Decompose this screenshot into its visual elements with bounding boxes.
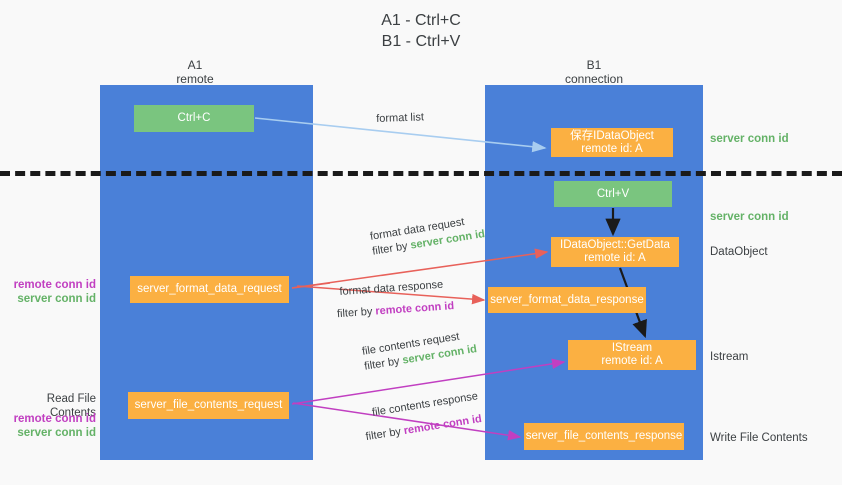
edge-label-format-data-response: format data response filter by remote co…	[337, 277, 455, 322]
edge-label-format-data-response-line1: format data response	[339, 278, 444, 298]
filter-by-prefix-4: filter by	[364, 425, 405, 444]
node-server-format-data-response[interactable]: server_format_data_response	[488, 287, 646, 313]
page-title: A1 - Ctrl+C B1 - Ctrl+V	[381, 12, 461, 50]
node-istream[interactable]: IStream remote id: A	[568, 340, 696, 370]
annotation-istream: Istream	[710, 351, 749, 363]
node-server-file-contents-request[interactable]: server_file_contents_request	[128, 392, 289, 419]
edge-label-file-contents-request: file contents request filter by server c…	[361, 327, 478, 374]
annotation-dataobject: DataObject	[710, 246, 768, 258]
edge-label-format-data-request: format data request filter by server con…	[369, 212, 486, 259]
edge-label-format-list-line1: format list	[376, 111, 425, 125]
edge-label-format-list: format list	[376, 110, 424, 127]
node-idataobject[interactable]: 保存IDataObject remote id: A	[551, 128, 673, 157]
edge-label-file-contents-response: file contents response filter by remote …	[365, 389, 483, 443]
node-idataobject-getdata[interactable]: IDataObject::GetData remote id: A	[551, 237, 679, 267]
column-header-a1: A1 remote	[176, 58, 214, 86]
annotation-server-conn-id-2: server conn id	[17, 427, 96, 439]
annotation-write-file-contents: Write File Contents	[710, 432, 808, 444]
annotation-remote-conn-id-2: remote conn id	[13, 413, 96, 425]
filter-key-remote-conn-id-1: remote conn id	[375, 300, 455, 318]
phase-divider	[0, 171, 842, 176]
annotation-read-file-contents: Read File Contents	[46, 393, 96, 419]
annotation-remote-conn-id-1: remote conn id	[13, 279, 96, 291]
annotation-server-conn-id-top: server conn id	[710, 133, 789, 145]
annotation-conn-ids-format: remote conn id server conn id	[8, 278, 96, 306]
annotation-server-conn-id-1: server conn id	[17, 293, 96, 305]
node-server-file-contents-response[interactable]: server_file_contents_response	[524, 423, 684, 450]
edge-label-format-data-response-line2: filter by remote conn id	[337, 299, 455, 322]
filter-key-remote-conn-id-2: remote conn id	[402, 412, 483, 438]
column-header-b1: B1 connection	[564, 58, 624, 86]
node-ctrl-v[interactable]: Ctrl+V	[554, 181, 672, 207]
node-ctrl-c[interactable]: Ctrl+C	[134, 105, 254, 132]
annotation-conn-ids-file: remote conn id server conn id	[8, 412, 96, 440]
annotation-server-conn-id-mid: server conn id	[710, 211, 789, 223]
filter-by-prefix-2: filter by	[336, 305, 376, 321]
node-server-format-data-request[interactable]: server_format_data_request	[130, 276, 289, 303]
